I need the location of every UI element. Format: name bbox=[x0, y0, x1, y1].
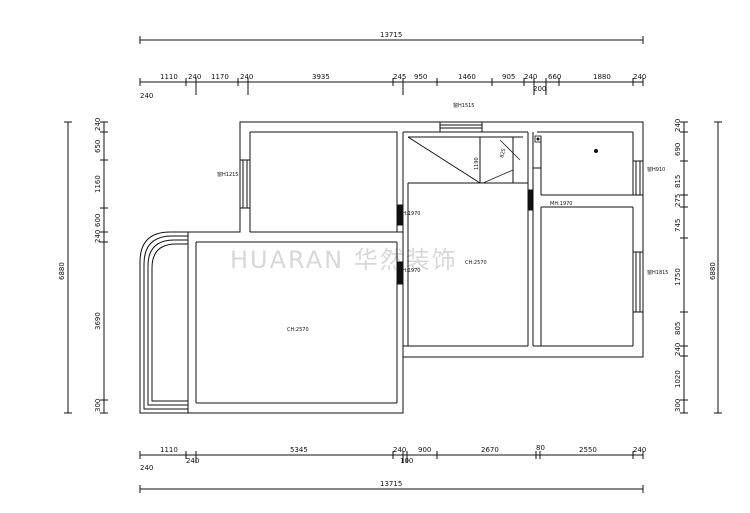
left-overall-dimension: 6880 bbox=[58, 121, 72, 414]
right-dim-3: 815 bbox=[674, 175, 682, 188]
right-dim-2: 690 bbox=[674, 143, 682, 156]
bottom-dim-6: 80 bbox=[536, 444, 545, 452]
floor-drain-icon bbox=[594, 149, 598, 153]
room-label-main: CH:2570 bbox=[287, 327, 309, 333]
window-left-upper: 窗H1215 bbox=[217, 159, 251, 209]
bottom-dim-3: 240 bbox=[393, 446, 406, 454]
window-left-label: 窗H1215 bbox=[217, 171, 239, 178]
top-dim-13: 240 bbox=[633, 73, 646, 81]
bottom-dim-4: 900 bbox=[418, 446, 431, 454]
top-sub-dim: 200 bbox=[533, 85, 546, 93]
window-right-label-1: 窗H910 bbox=[647, 166, 665, 173]
bottom-dim-2: 5345 bbox=[290, 446, 308, 454]
top-dim-7: 950 bbox=[414, 73, 427, 81]
door-label-2: MH:1970 bbox=[398, 268, 420, 274]
door-label-3: MH:1970 bbox=[550, 201, 572, 207]
stair-label-2: 825 bbox=[499, 148, 507, 159]
bottom-total-label: 13715 bbox=[380, 480, 402, 488]
window-right-label-2: 窗H1815 bbox=[647, 269, 669, 276]
right-dim-5: 745 bbox=[674, 219, 682, 232]
window-right-upper: 窗H910 bbox=[632, 160, 665, 196]
top-left-offset: 240 bbox=[140, 92, 153, 100]
left-total-label: 6880 bbox=[58, 262, 66, 280]
right-dim-9: 1020 bbox=[674, 370, 682, 388]
top-dim-10: 240 bbox=[524, 73, 537, 81]
right-dim-7: 805 bbox=[674, 322, 682, 335]
window-top: 窗H1515 bbox=[439, 102, 483, 133]
right-dim-10: 300 bbox=[674, 399, 682, 412]
top-dim-9: 905 bbox=[502, 73, 515, 81]
bottom-detail-dimension: 1110 5345 240 900 2670 80 2550 240 240 2… bbox=[139, 444, 646, 472]
left-dim-6: 3690 bbox=[94, 312, 102, 330]
top-overall-dimension: 13715 bbox=[139, 31, 644, 44]
stair-area: 1190 825 bbox=[407, 136, 523, 184]
right-detail-dimension: 240 690 815 275 745 1750 805 240 1020 30… bbox=[674, 119, 688, 414]
left-dim-5: 240 bbox=[94, 230, 102, 243]
left-dim-1: 240 bbox=[94, 118, 102, 131]
curved-balcony bbox=[139, 231, 188, 414]
window-top-label: 窗H1515 bbox=[453, 102, 475, 109]
right-total-label: 6880 bbox=[709, 262, 717, 280]
top-dim-12: 1880 bbox=[593, 73, 611, 81]
door-label-1: MH:1970 bbox=[398, 211, 420, 217]
bathroom-fixtures bbox=[533, 135, 598, 195]
right-dim-6: 1750 bbox=[674, 268, 682, 286]
left-dim-3: 1160 bbox=[94, 175, 102, 193]
bottom-second-240: 240 bbox=[186, 457, 199, 465]
bottom-overall-dimension: 13715 bbox=[139, 480, 644, 493]
top-dim-3: 1170 bbox=[211, 73, 229, 81]
right-dim-1: 240 bbox=[674, 119, 682, 132]
door-markers: MH:1970 MH:1970 MH:1970 bbox=[396, 189, 572, 285]
bottom-dim-1: 1110 bbox=[160, 446, 178, 454]
top-dim-2: 240 bbox=[188, 73, 201, 81]
right-dim-8: 240 bbox=[674, 343, 682, 356]
bottom-dim-5: 2670 bbox=[481, 446, 499, 454]
top-detail-dimension: 1110 240 1170 240 3935 245 950 1460 905 … bbox=[139, 73, 646, 100]
top-dim-8: 1460 bbox=[458, 73, 476, 81]
right-overall-dimension: 6880 bbox=[709, 121, 722, 414]
top-dim-11: 660 bbox=[548, 73, 561, 81]
left-dim-7: 300 bbox=[94, 399, 102, 412]
stair-label-1: 1190 bbox=[474, 157, 480, 170]
left-dim-2: 650 bbox=[94, 140, 102, 153]
bottom-sub-dim: 100 bbox=[400, 457, 413, 465]
top-total-label: 13715 bbox=[380, 31, 402, 39]
bottom-dim-7: 2550 bbox=[579, 446, 597, 454]
top-dim-1: 1110 bbox=[160, 73, 178, 81]
top-dim-4: 240 bbox=[240, 73, 253, 81]
left-detail-dimension: 240 650 1160 600 240 3690 300 bbox=[94, 118, 108, 414]
window-right-lower: 窗H1815 bbox=[632, 251, 669, 313]
left-dim-4: 600 bbox=[94, 214, 102, 227]
room-label-mid: CH:2570 bbox=[465, 260, 487, 266]
bottom-dim-8: 240 bbox=[633, 446, 646, 454]
top-dim-5: 3935 bbox=[312, 73, 330, 81]
watermark: HUARAN 华然装饰 bbox=[230, 246, 458, 274]
top-dim-6: 245 bbox=[393, 73, 406, 81]
right-dim-4: 275 bbox=[674, 194, 682, 207]
bottom-left-offset: 240 bbox=[140, 464, 153, 472]
